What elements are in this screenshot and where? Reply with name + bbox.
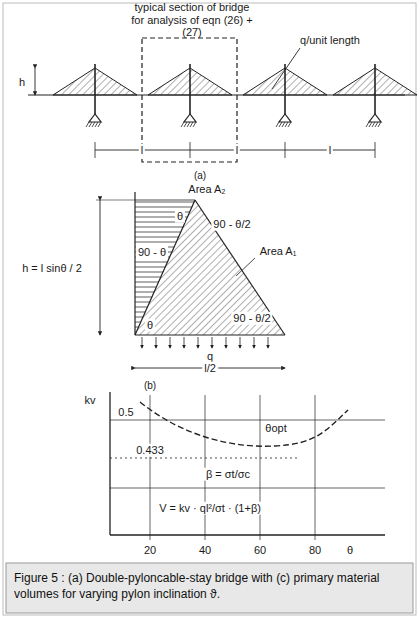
top-line (135, 200, 195, 201)
deck-line (135, 334, 285, 335)
ground-hatch (369, 122, 372, 127)
load-arrow (240, 337, 241, 348)
formula-label: V = kv · ql²/σt · (1+β) (157, 502, 263, 515)
load-arrow (268, 337, 269, 348)
pylon-line (134, 192, 135, 335)
span-label: l (327, 144, 333, 157)
dimension-tick (95, 142, 96, 158)
support-symbol (89, 114, 101, 122)
grid-line (110, 420, 385, 421)
load-arrow (184, 337, 185, 348)
ground-hatch (184, 122, 187, 127)
dimension-tick (375, 142, 376, 158)
tick-label: 80 (307, 544, 323, 557)
ground-hatch (95, 122, 98, 127)
area-leader (236, 258, 255, 276)
optimum-label: θopt (263, 422, 288, 435)
y-axis (109, 392, 110, 535)
cable-line (135, 200, 195, 335)
load-arrow (254, 337, 255, 348)
pylon (374, 64, 376, 114)
axis-title: kv (83, 394, 98, 407)
grid-line (110, 488, 385, 489)
load-label: q/unit length (298, 34, 362, 47)
ground-hatch (285, 122, 288, 127)
figure-caption: Figure 5 : (a) Double-pyloncable-stay br… (14, 570, 404, 602)
figure-frame (3, 3, 416, 615)
angle-label: θ (145, 319, 155, 332)
axis-title: θ (345, 544, 355, 557)
ground-hatch (276, 122, 279, 127)
dimension-tick (285, 142, 286, 158)
angle-label: 90 - θ/2 (231, 312, 272, 325)
height-formula: h = l sinθ / 2 (20, 262, 84, 275)
ground-hatch (181, 122, 184, 127)
x-axis (110, 534, 385, 535)
tick-label: 60 (252, 544, 268, 557)
ground-hatch (98, 122, 101, 127)
section-box (142, 38, 237, 162)
area-a1-hatch (135, 200, 285, 335)
span-label: l (234, 144, 240, 157)
panel-label: (a) (192, 170, 208, 182)
support-symbol (279, 114, 291, 122)
ground-hatch (89, 122, 92, 127)
grid-line (260, 395, 261, 540)
dimension-label: h (17, 76, 27, 89)
extension-line (96, 200, 135, 201)
ground-hatch (187, 122, 190, 127)
section-note: typical section of bridge for analysis o… (125, 1, 259, 39)
dimension-tick (190, 142, 191, 158)
kv-curve (140, 402, 348, 446)
section-detail (96, 192, 285, 368)
pylon (284, 64, 286, 114)
dimension-label: l/2 (202, 362, 218, 375)
caption-box (6, 563, 413, 613)
angle-label: 90 - θ (136, 246, 168, 259)
grid-line (315, 395, 316, 540)
support-symbol (369, 114, 381, 122)
ground-hatch (372, 122, 375, 127)
load-arrow (170, 337, 171, 348)
tick-label: 20 (142, 544, 158, 557)
grid-line (150, 395, 151, 540)
ground-hatch (86, 122, 89, 127)
bridge-elevation (28, 38, 417, 162)
ground-hatch (193, 122, 196, 127)
ground-hatch (279, 122, 282, 127)
ground-hatch (366, 122, 369, 127)
pylon (189, 64, 191, 114)
tick-label: 0.5 (116, 406, 135, 419)
ground-hatch (288, 122, 291, 127)
load-arrow (156, 337, 157, 348)
ground-hatch (190, 122, 193, 127)
ground-hatch (282, 122, 285, 127)
load-arrow (212, 337, 213, 348)
kv-chart (110, 392, 385, 540)
height-dimension (35, 68, 36, 95)
span-label: l (139, 144, 145, 157)
formula-label: β = σt/σc (204, 468, 252, 481)
load-arrow (198, 337, 199, 348)
tick-label: 40 (197, 544, 213, 557)
ground-hatch (378, 122, 381, 127)
load-arrow (226, 337, 227, 348)
value-label: 0.433 (134, 444, 166, 457)
ground-hatch (92, 122, 95, 127)
ground-hatch (375, 122, 378, 127)
panel-label: (b) (142, 380, 158, 392)
area-label: Area A₁ (258, 245, 299, 258)
support-symbol (184, 114, 196, 122)
load-label: q (205, 350, 215, 363)
pylon (94, 64, 96, 114)
cable-line (195, 200, 285, 335)
area-label: Area A₂ (186, 183, 227, 196)
load-arrow (142, 337, 143, 348)
angle-label: θ (175, 210, 185, 223)
height-dimension (100, 200, 101, 335)
angle-label: 90 - θ/2 (211, 218, 252, 231)
